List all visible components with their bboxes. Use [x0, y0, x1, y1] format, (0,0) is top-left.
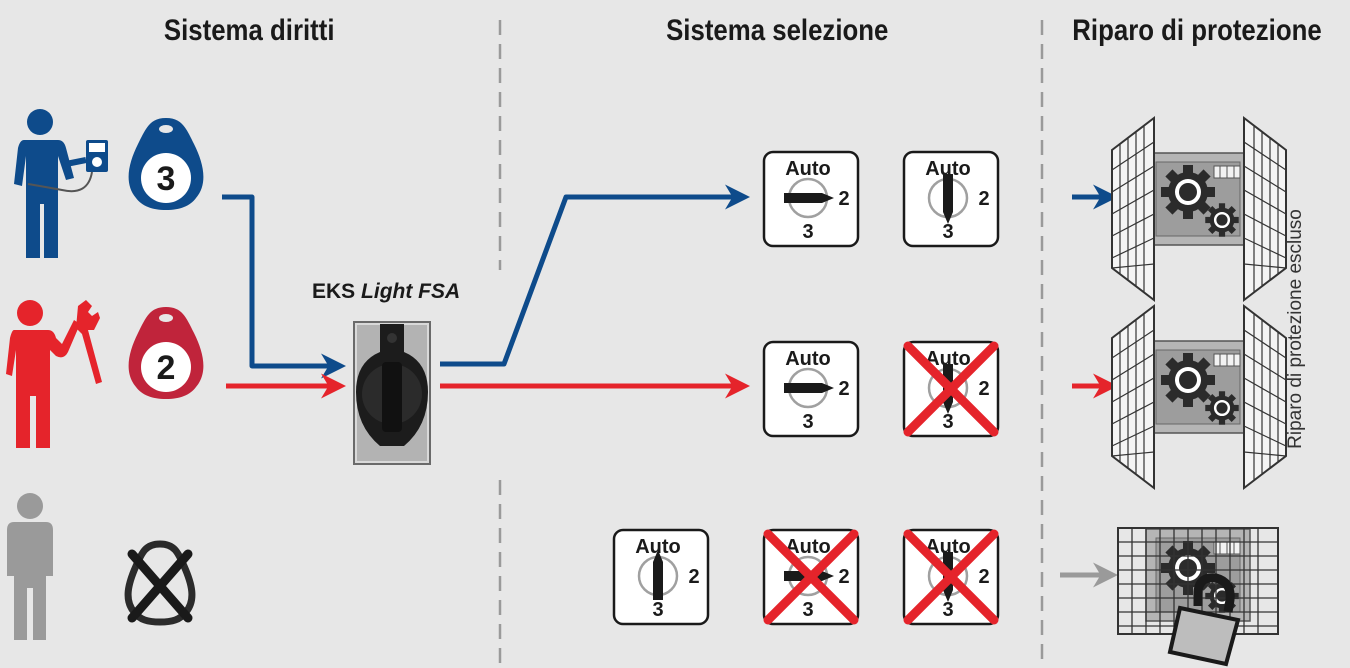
switch-label-3: 3	[942, 599, 953, 621]
selector-switch-row2-a: Auto 2 3	[762, 340, 860, 438]
device-model: Light FSA	[361, 280, 461, 303]
switch-label-auto: Auto	[785, 158, 831, 180]
selector-switch-row3-c: Auto 2 3	[902, 528, 1000, 626]
selector-switches: Auto23Auto23Auto23Auto23Auto23Auto23Auto…	[612, 150, 1000, 626]
selector-switch-row1-b: Auto 2 3	[902, 150, 1000, 248]
switch-label-auto: Auto	[925, 348, 971, 370]
column-separators	[498, 20, 1044, 668]
disabled-cross-icon	[763, 529, 859, 625]
padlock-icon	[1167, 573, 1241, 667]
switch-label-2: 2	[978, 566, 989, 588]
disabled-cross-icon	[903, 529, 999, 625]
selector-switch-row3-b: Auto 2 3	[762, 528, 860, 626]
switch-label-auto: Auto	[925, 536, 971, 558]
switch-label-auto: Auto	[785, 348, 831, 370]
selector-switch-row2-b: Auto 2 3	[902, 340, 1000, 438]
guard-closed-locked-icon	[1117, 527, 1279, 667]
eks-light-fsa-device-icon	[353, 321, 431, 465]
switch-label-2: 2	[838, 378, 849, 400]
selector-switch-row1-a: Auto 2 3	[762, 150, 860, 248]
key-tag-crossed-icon	[124, 540, 196, 626]
switch-label-auto: Auto	[785, 536, 831, 558]
switch-label-3: 3	[652, 599, 663, 621]
switch-label-3: 3	[942, 411, 953, 433]
key-tag-blue-number: 3	[157, 160, 176, 198]
switch-label-2: 2	[838, 188, 849, 210]
person-blue-technician-icon	[14, 109, 108, 258]
column-title-selection: Sistema selezione	[666, 14, 889, 47]
device-label: EKS Light FSA	[312, 280, 460, 304]
guard-open-blue-icon	[1111, 117, 1287, 301]
switch-label-3: 3	[942, 221, 953, 243]
guard-open-red-icon	[1111, 305, 1287, 489]
column-title-guard: Riparo di protezione	[1072, 14, 1322, 47]
device-name: EKS	[312, 280, 356, 303]
flow-lines	[222, 184, 1118, 588]
switch-label-3: 3	[802, 411, 813, 433]
person-gray-icon	[7, 493, 53, 640]
key-tag-blue-icon	[128, 118, 204, 210]
disabled-cross-icon	[903, 341, 999, 437]
key-tag-red-icon	[128, 307, 204, 399]
switch-label-3: 3	[802, 221, 813, 243]
switch-label-2: 2	[978, 378, 989, 400]
switch-label-auto: Auto	[925, 158, 971, 180]
guard-bypassed-label: Riparo di protezione escluso	[1285, 209, 1306, 449]
switch-label-3: 3	[802, 599, 813, 621]
switch-label-2: 2	[978, 188, 989, 210]
column-title-rights: Sistema diritti	[163, 14, 335, 47]
switch-label-2: 2	[838, 566, 849, 588]
switch-label-auto: Auto	[635, 536, 681, 558]
selector-switch-row3-a: Auto 2 3	[612, 528, 710, 626]
switch-label-2: 2	[688, 566, 699, 588]
flow-blue-to-device	[222, 194, 346, 379]
key-tag-red-number: 2	[157, 349, 176, 387]
person-red-mechanic-icon	[6, 300, 102, 448]
flow-blue-to-selection	[440, 184, 750, 367]
